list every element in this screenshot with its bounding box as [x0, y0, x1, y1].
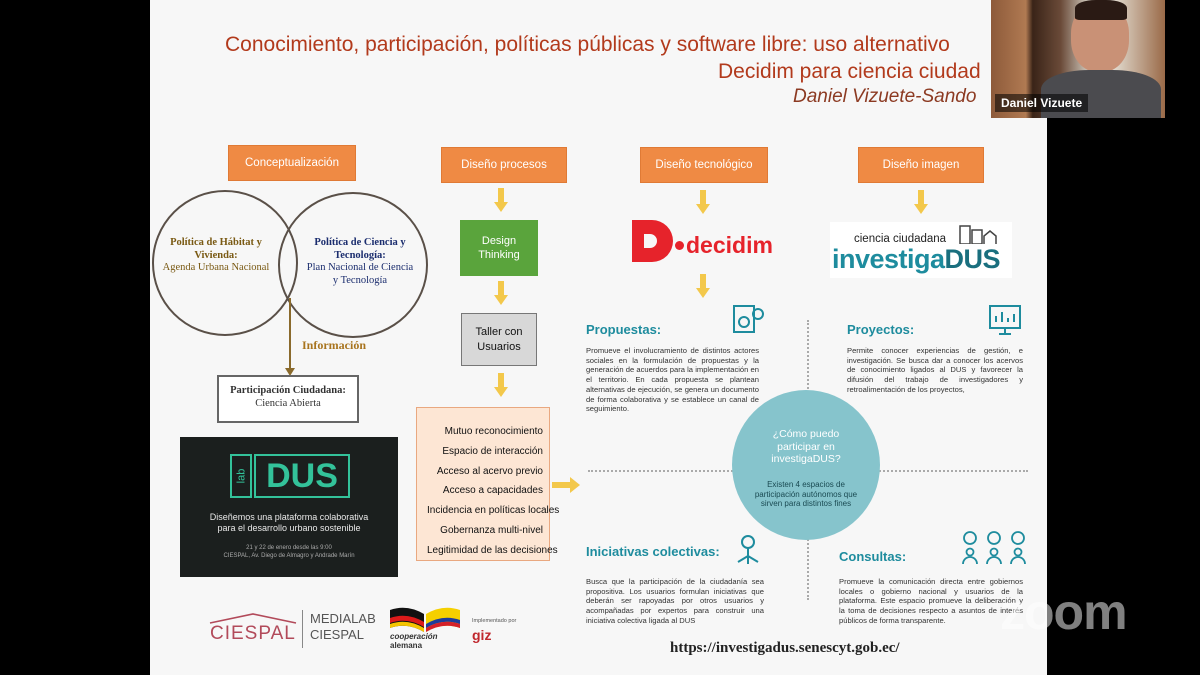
info-arrow-label: Información [302, 338, 366, 352]
monitor-chart-icon [989, 305, 1021, 335]
header-conceptualizacion: Conceptualización [228, 145, 356, 181]
cooperacion-line1: cooperación [390, 632, 438, 641]
giz-logo: giz [472, 627, 492, 643]
ciespal-roof-icon [209, 613, 297, 624]
header-diseno-imagen: Diseño imagen [858, 147, 984, 183]
presentation-slide: Conocimiento, participación, políticas p… [150, 0, 1047, 675]
investigadus-top-text: ciencia ciudadana [854, 233, 947, 245]
consultas-title: Consultas: [839, 549, 907, 564]
center-question-circle: ¿Cómo puedo participar en investigaDUS? … [732, 390, 880, 540]
taller-usuarios-box: Taller con Usuarios [461, 313, 537, 366]
venn-left-sub: Agenda Urbana Nacional [162, 262, 270, 274]
flags-icon [390, 607, 460, 632]
labdus-tagline1: Diseñemos una plataforma colaborativa [209, 512, 369, 522]
center-answer: Existen 4 espacios de participación autó… [754, 480, 858, 509]
header-diseno-tecnologico: Diseño tecnológico [640, 147, 768, 183]
buildings-icon [959, 225, 997, 244]
slide-author: Daniel Vizuete-Sando [793, 86, 977, 107]
venn-left-title: Política de Hábitat y Vivienda: [170, 237, 262, 261]
participacion-title: Participación Ciudadana: [230, 385, 346, 396]
consultas-text: Promueve la comunicación directa entre g… [839, 577, 1023, 625]
cooperacion-line2: alemana [390, 640, 423, 650]
list-item: Mutuo reconocimiento [444, 426, 543, 437]
investigadus-url: https://investigadus.senescyt.gob.ec/ [670, 640, 900, 656]
investigadus-main-b: DUS [944, 244, 1001, 274]
slide-title-line2: Decidim para ciencia ciudad [718, 60, 981, 83]
propuestas-title: Propuestas: [586, 322, 662, 337]
people-question-icon [962, 531, 1026, 565]
arrow-right [552, 477, 580, 493]
zoom-watermark: zoom [1000, 584, 1128, 640]
investigadus-main-a: investiga [832, 244, 945, 274]
proyectos-text: Permite conocer experiencias de gestión,… [847, 346, 1023, 394]
iniciativas-title: Iniciativas colectivas: [586, 544, 720, 559]
venn-right-sub: Plan Nacional de Ciencia y Tecnología [306, 262, 414, 286]
venn-left-text: Política de Hábitat y Vivienda: Agenda U… [162, 237, 270, 275]
participacion-sub: Ciencia Abierta [255, 397, 321, 409]
footer-divider [302, 610, 303, 648]
participacion-box: Participación Ciudadana: Ciencia Abierta [217, 375, 359, 423]
decidim-logo-icon [632, 220, 673, 262]
labdus-tagline2: para el desarrollo urbano sostenible [217, 523, 361, 534]
participant-video-tile[interactable]: Daniel Vizuete [991, 0, 1165, 118]
arrow-down-decidim [696, 190, 710, 214]
list-item: Legitimidad de las decisiones [427, 544, 558, 556]
decidim-dot [675, 241, 684, 250]
list-item: Acceso a capacidades [442, 485, 543, 497]
iniciativas-text: Busca que la participación de la ciudada… [586, 577, 764, 625]
labdus-lab-box: lab [230, 454, 252, 498]
list-item: Espacio de interacción [442, 445, 543, 457]
medialab-line1: MEDIALAB [310, 611, 376, 626]
labdus-lab-text: lab [235, 468, 247, 484]
list-item: Acceso al acervo previo [436, 465, 543, 477]
document-gear-icon [733, 305, 764, 333]
info-arrow-line [289, 298, 291, 372]
ciespal-logo: CIESPAL [210, 623, 296, 644]
investigadus-logo: ciencia ciudadana investigaDUS [830, 222, 1012, 278]
propuestas-text: Promueve el involucramiento de distintos… [586, 346, 759, 414]
medialab-line2: CIESPAL [310, 627, 364, 643]
venn-right-text: Política de Ciencia y Tecnología: Plan N… [305, 237, 415, 287]
venn-right-title: Política de Ciencia y Tecnología: [314, 237, 406, 261]
labdus-dus-box: DUS [254, 454, 350, 498]
list-item: Incidencia en políticas locales [427, 505, 560, 517]
labdus-place: CIESPAL, Av. Diego de Almagro y Andrade … [223, 553, 355, 560]
design-thinking-box: Design Thinking [460, 220, 538, 276]
process-outcomes-list: Mutuo reconocimiento Espacio de interacc… [416, 407, 560, 561]
info-arrow-head [285, 368, 295, 376]
labdus-details: 21 y 22 de enero desde las 9:00 CIESPAL,… [180, 544, 398, 561]
lightbulb-network-icon [737, 535, 759, 564]
arrow-down-imagen [914, 190, 928, 214]
arrow-down-decidim-2 [696, 274, 710, 298]
decidim-logo-text: decidim [686, 232, 773, 258]
header-diseno-procesos: Diseño procesos [441, 147, 567, 183]
participant-name-label: Daniel Vizuete [995, 94, 1089, 112]
arrow-down-1 [494, 188, 508, 212]
proyectos-title: Proyectos: [847, 322, 915, 337]
arrow-down-3 [494, 373, 508, 397]
list-item: Gobernanza multi-nivel [440, 524, 543, 536]
labdus-poster: lab DUS Diseñemos una plataforma colabor… [180, 437, 398, 577]
labdus-tagline: Diseñemos una plataforma colaborativa pa… [180, 512, 398, 535]
slide-title-line1: Conocimiento, participación, políticas p… [225, 33, 950, 56]
medialab-logo: MEDIALAB CIESPAL [310, 611, 376, 644]
arrow-down-2 [494, 281, 508, 305]
center-question: ¿Cómo puedo participar en investigaDUS? [771, 428, 841, 466]
venn-circle-ciencia [278, 192, 428, 338]
implementado-label: Implementado por [472, 618, 517, 624]
cooperacion-logo: cooperación alemana [390, 632, 438, 651]
participant-hair [1075, 0, 1127, 20]
investigadus-main-text: investigaDUS [832, 244, 1001, 275]
labdus-date: 21 y 22 de enero desde las 9:00 [246, 545, 332, 551]
